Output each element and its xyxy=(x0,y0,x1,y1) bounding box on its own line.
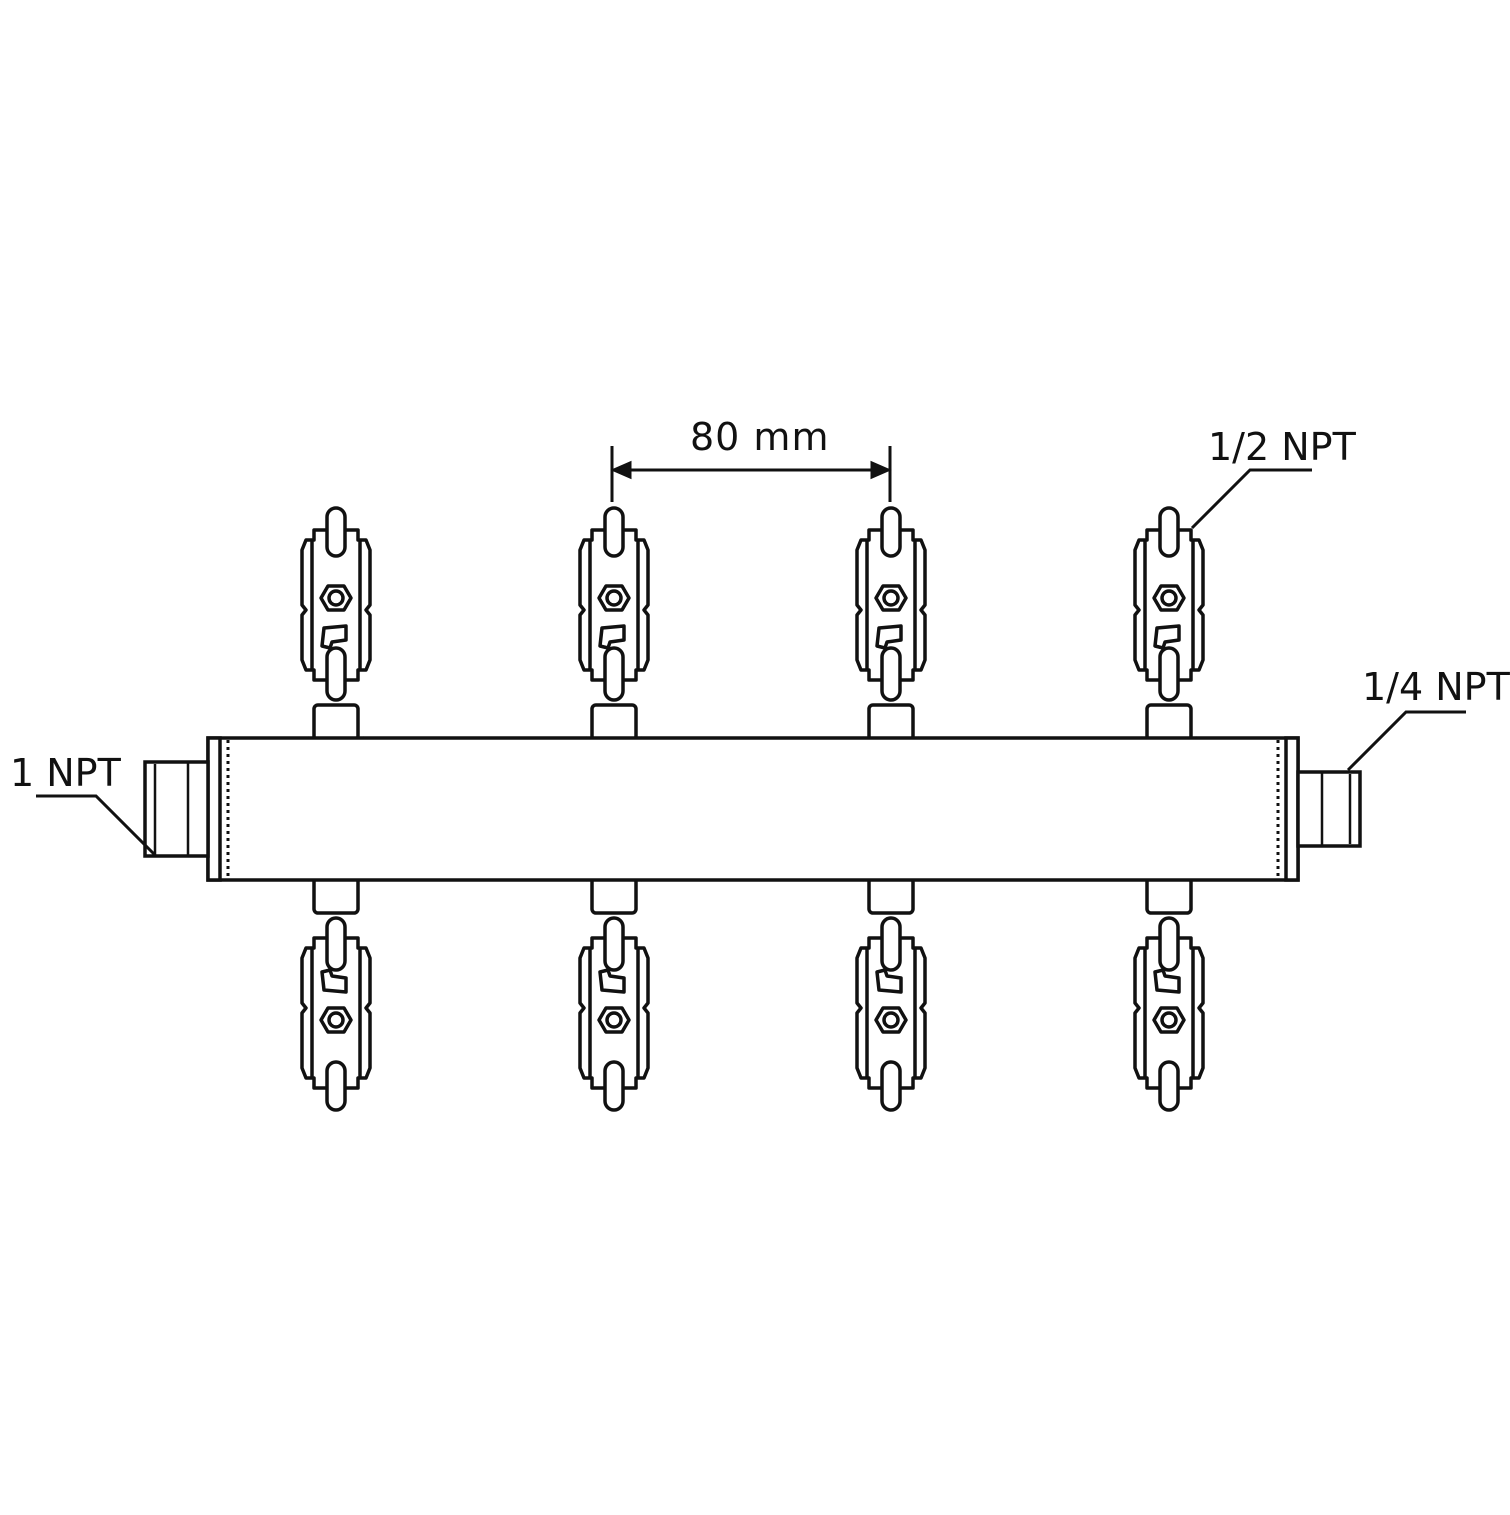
header-pipe xyxy=(206,736,1300,882)
end-thread-label: 1/4 NPT xyxy=(1362,665,1510,709)
spacing-dimension xyxy=(610,446,892,502)
leader-quarter-npt xyxy=(1346,710,1466,772)
ball-valve-bottom-1 xyxy=(300,872,372,1112)
bottom-valve-row xyxy=(300,872,1205,1112)
ball-valve-top-2 xyxy=(578,506,650,746)
end-fitting xyxy=(1296,770,1362,848)
ball-valve-top-4 xyxy=(1133,506,1205,746)
ball-valve-bottom-4 xyxy=(1133,872,1205,1112)
ball-valve-top-1 xyxy=(300,506,372,746)
leader-lines xyxy=(36,468,1466,858)
inlet-thread-label: 1 NPT xyxy=(10,751,121,795)
spacing-label: 80 mm xyxy=(690,415,830,459)
ball-valve-bottom-2 xyxy=(578,872,650,1112)
outlet-thread-label: 1/2 NPT xyxy=(1208,425,1356,469)
ball-valve-bottom-3 xyxy=(855,872,927,1112)
leader-half-npt xyxy=(1190,468,1312,530)
top-valve-row xyxy=(300,506,1205,746)
leader-one-npt xyxy=(36,794,158,858)
inlet-fitting xyxy=(143,760,210,858)
ball-valve-top-3 xyxy=(855,506,927,746)
